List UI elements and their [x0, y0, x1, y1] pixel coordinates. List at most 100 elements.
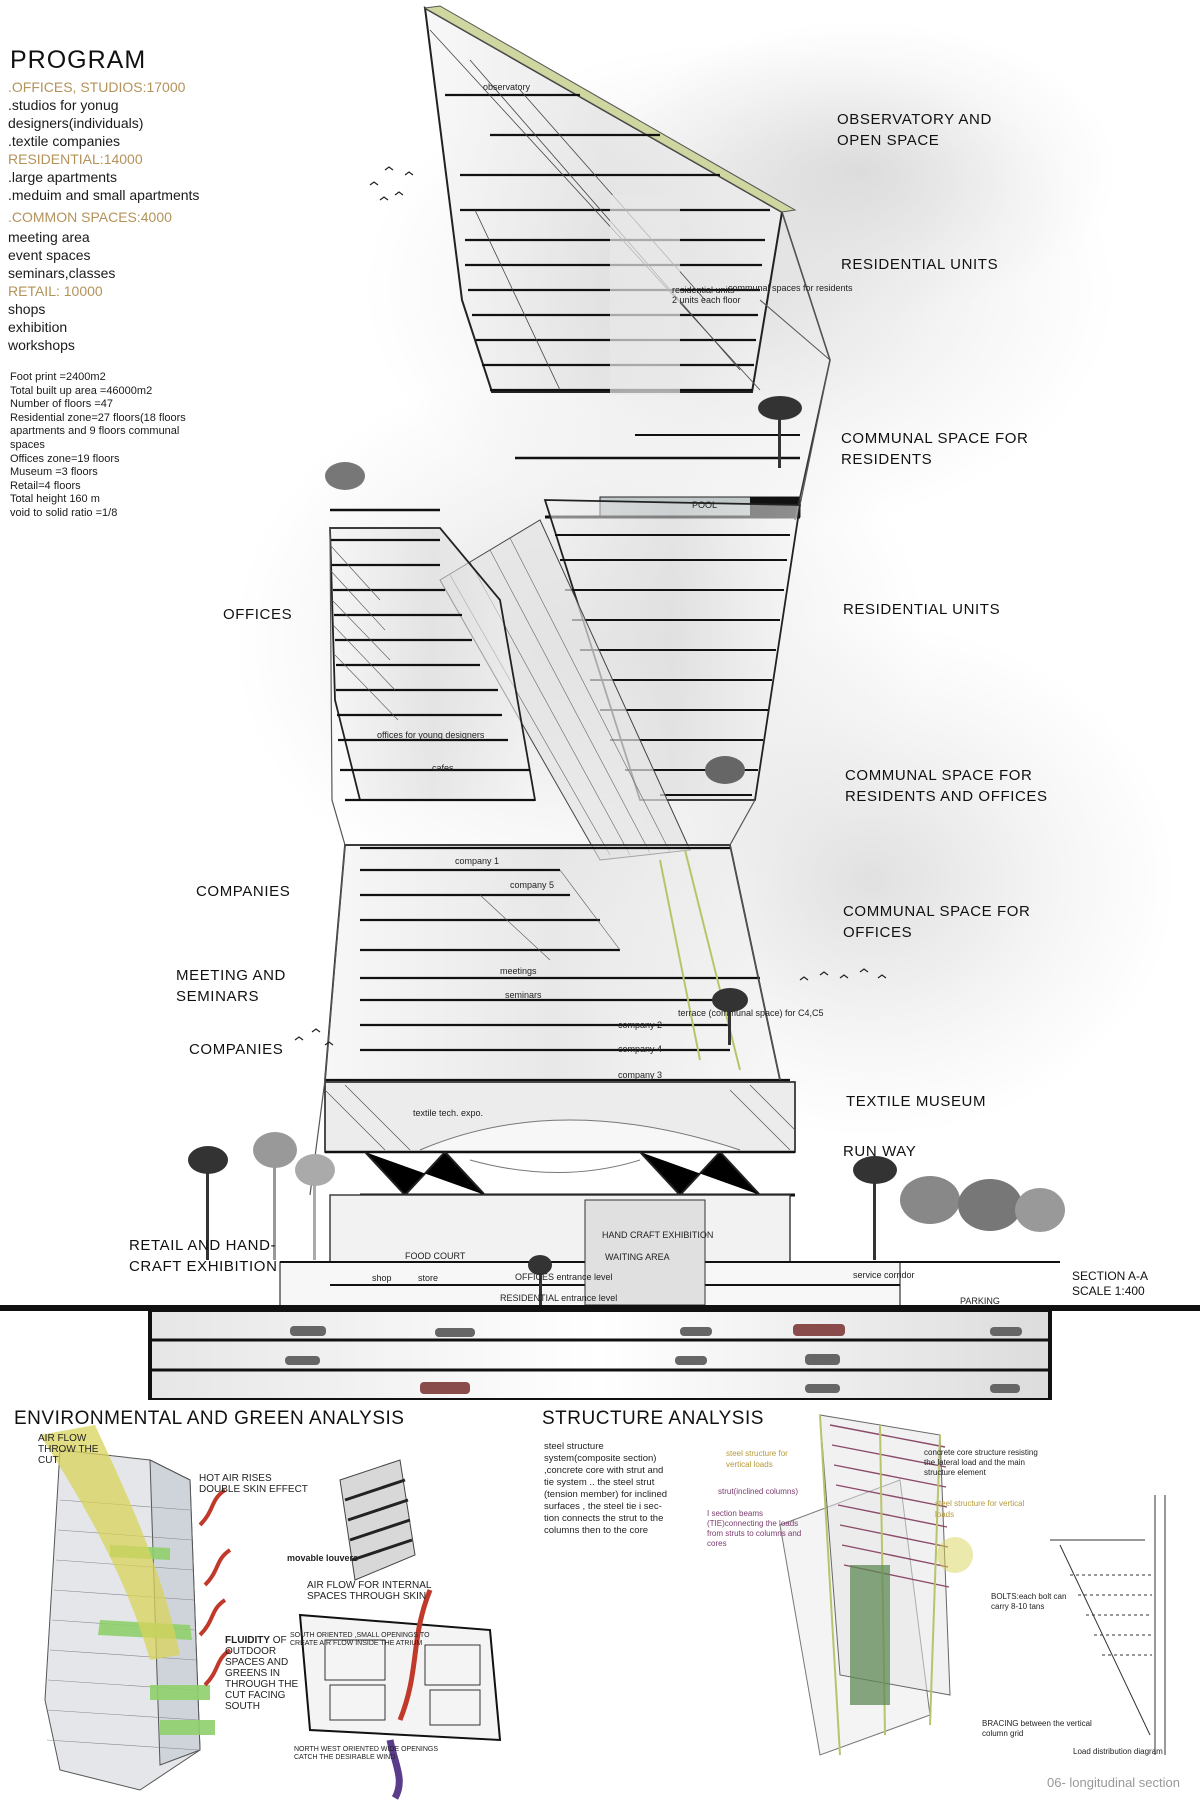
hot-air-arrows — [198, 1488, 232, 1687]
section-name: SECTION A-A — [1072, 1269, 1149, 1283]
louvers-label: movable louvers — [287, 1553, 359, 1563]
companies-block — [324, 844, 790, 1082]
program-stat-line: Total height 160 m — [10, 493, 100, 506]
interior-tag: terrace (communal space) for C4,C5 — [678, 1008, 824, 1018]
interior-tag: PARKING — [960, 1296, 1000, 1306]
program-line: meeting area — [8, 229, 90, 245]
interior-tag: offices for young designers — [377, 730, 485, 740]
louvers-detail — [339, 1459, 416, 1581]
label-offices: OFFICES — [223, 606, 293, 623]
structure-description-line: tie system .. the steel strut — [544, 1477, 655, 1488]
interior-tag: 2 units each floor — [672, 295, 741, 305]
program-stat-line: Retail=4 floors — [10, 479, 81, 492]
label-retail-handcraft: RETAIL AND HAND-CRAFT EXHIBITION — [129, 1237, 278, 1275]
program-stat-line: Foot print =2400m2 — [10, 371, 106, 383]
structure-description-line: ,concrete core with strut and — [544, 1465, 664, 1476]
structure-description-line: (tension member) for inclined — [544, 1489, 668, 1500]
structure-description-line: tion connects the strut to the — [544, 1513, 664, 1524]
interior-tag: company 1 — [455, 856, 500, 866]
program-stat-line: apartments and 9 floors communal — [10, 425, 180, 438]
program-line: RESIDENTIAL:14000 — [8, 151, 143, 167]
upper-residential-tower — [423, 5, 797, 395]
program-stat-line: Total built up area =46000m2 — [10, 384, 153, 397]
interior-tag: OFFICES entrance level — [515, 1272, 613, 1282]
program-line: .large apartments — [8, 169, 117, 185]
program-line: .studios for yonug — [8, 97, 119, 113]
structure-description-line: columns then to the core — [544, 1525, 649, 1536]
environmental-title: ENVIRONMENTAL AND GREEN ANALYSIS — [14, 1408, 405, 1429]
birds-decoration — [294, 166, 887, 1046]
interior-tag: WAITING AREA — [605, 1252, 670, 1262]
lower-residential-tower — [543, 499, 802, 801]
interior-tag: communal spaces for residents — [728, 283, 853, 293]
program-line: event spaces — [8, 247, 91, 263]
interior-tag: HAND CRAFT EXHIBITION — [602, 1230, 714, 1240]
interior-tag: service corridor — [853, 1270, 915, 1280]
label-companies-lower: COMPANIES — [189, 1041, 284, 1058]
interior-tag: observatory — [483, 82, 531, 92]
program-stat-line: Museum =3 floors — [10, 466, 98, 479]
program-title: PROGRAM — [10, 46, 147, 74]
outer-structure-lines — [309, 211, 831, 1196]
interior-tag: POOL — [692, 500, 718, 510]
label-residential-units-lower: RESIDENTIAL UNITS — [843, 601, 1001, 618]
interior-tag: shop — [372, 1273, 392, 1283]
interior-tag: company 3 — [618, 1070, 663, 1080]
internal-airflow-plan — [298, 1589, 502, 1800]
program-line: seminars,classes — [8, 265, 116, 281]
load-distribution-diagram — [1050, 1495, 1166, 1755]
structure-tower-iso — [779, 1414, 973, 1756]
program-stat-line: Offices zone=19 floors — [10, 452, 120, 465]
structure-diagram — [779, 1414, 1166, 1756]
program-stat-line: spaces — [10, 439, 45, 451]
interior-tag: company 4 — [618, 1044, 663, 1054]
program-stat-line: void to solid ratio =1/8 — [10, 507, 118, 519]
interior-tag: store — [418, 1273, 439, 1283]
interior-tag: company 2 — [618, 1020, 663, 1030]
program-line: designers(individuals) — [8, 115, 144, 131]
program-stat-line: Number of floors =47 — [10, 398, 114, 411]
label-residential-units-upper: RESIDENTIAL UNITS — [841, 256, 999, 273]
air-flow-arrow — [40, 1425, 180, 1660]
program-line: shops — [8, 301, 46, 317]
strut-label: strut(inclined columns) — [718, 1487, 799, 1496]
environmental-diagram — [40, 1425, 502, 1800]
interior-tag: company 5 — [510, 880, 555, 890]
interior-tag: textile tech. expo. — [413, 1108, 484, 1118]
structure-title: STRUCTURE ANALYSIS — [542, 1408, 764, 1429]
basement-parking — [148, 1308, 1052, 1400]
landscape-trees — [188, 396, 1065, 1305]
structure-description-line: surfaces , the steel tie i sec- — [544, 1501, 662, 1512]
program-line: .meduim and small apartments — [8, 187, 200, 203]
label-textile-museum: TEXTILE MUSEUM — [846, 1093, 987, 1110]
program-line: exhibition — [8, 319, 68, 335]
label-runway: RUN WAY — [843, 1143, 917, 1160]
program-line: workshops — [8, 337, 75, 353]
structure-description-line: steel structure — [544, 1441, 604, 1452]
interior-tag: residential units — [672, 285, 735, 295]
textile-museum-block — [324, 1081, 796, 1154]
program-line: .OFFICES, STUDIOS:17000 — [8, 79, 186, 95]
interior-tag: RESIDENTIAL entrance level — [500, 1293, 618, 1303]
structure-description-line: system(composite section) — [544, 1453, 657, 1464]
interior-tag: FOOD COURT — [405, 1251, 466, 1261]
longitudinal-section-drawing — [0, 5, 1200, 1400]
i-beams-label: I section beams(TIE)connecting the loads… — [707, 1509, 802, 1548]
retail-podium — [279, 1194, 1060, 1308]
interior-tag: cafes — [432, 763, 454, 773]
interior-tag: seminars — [505, 990, 542, 1000]
